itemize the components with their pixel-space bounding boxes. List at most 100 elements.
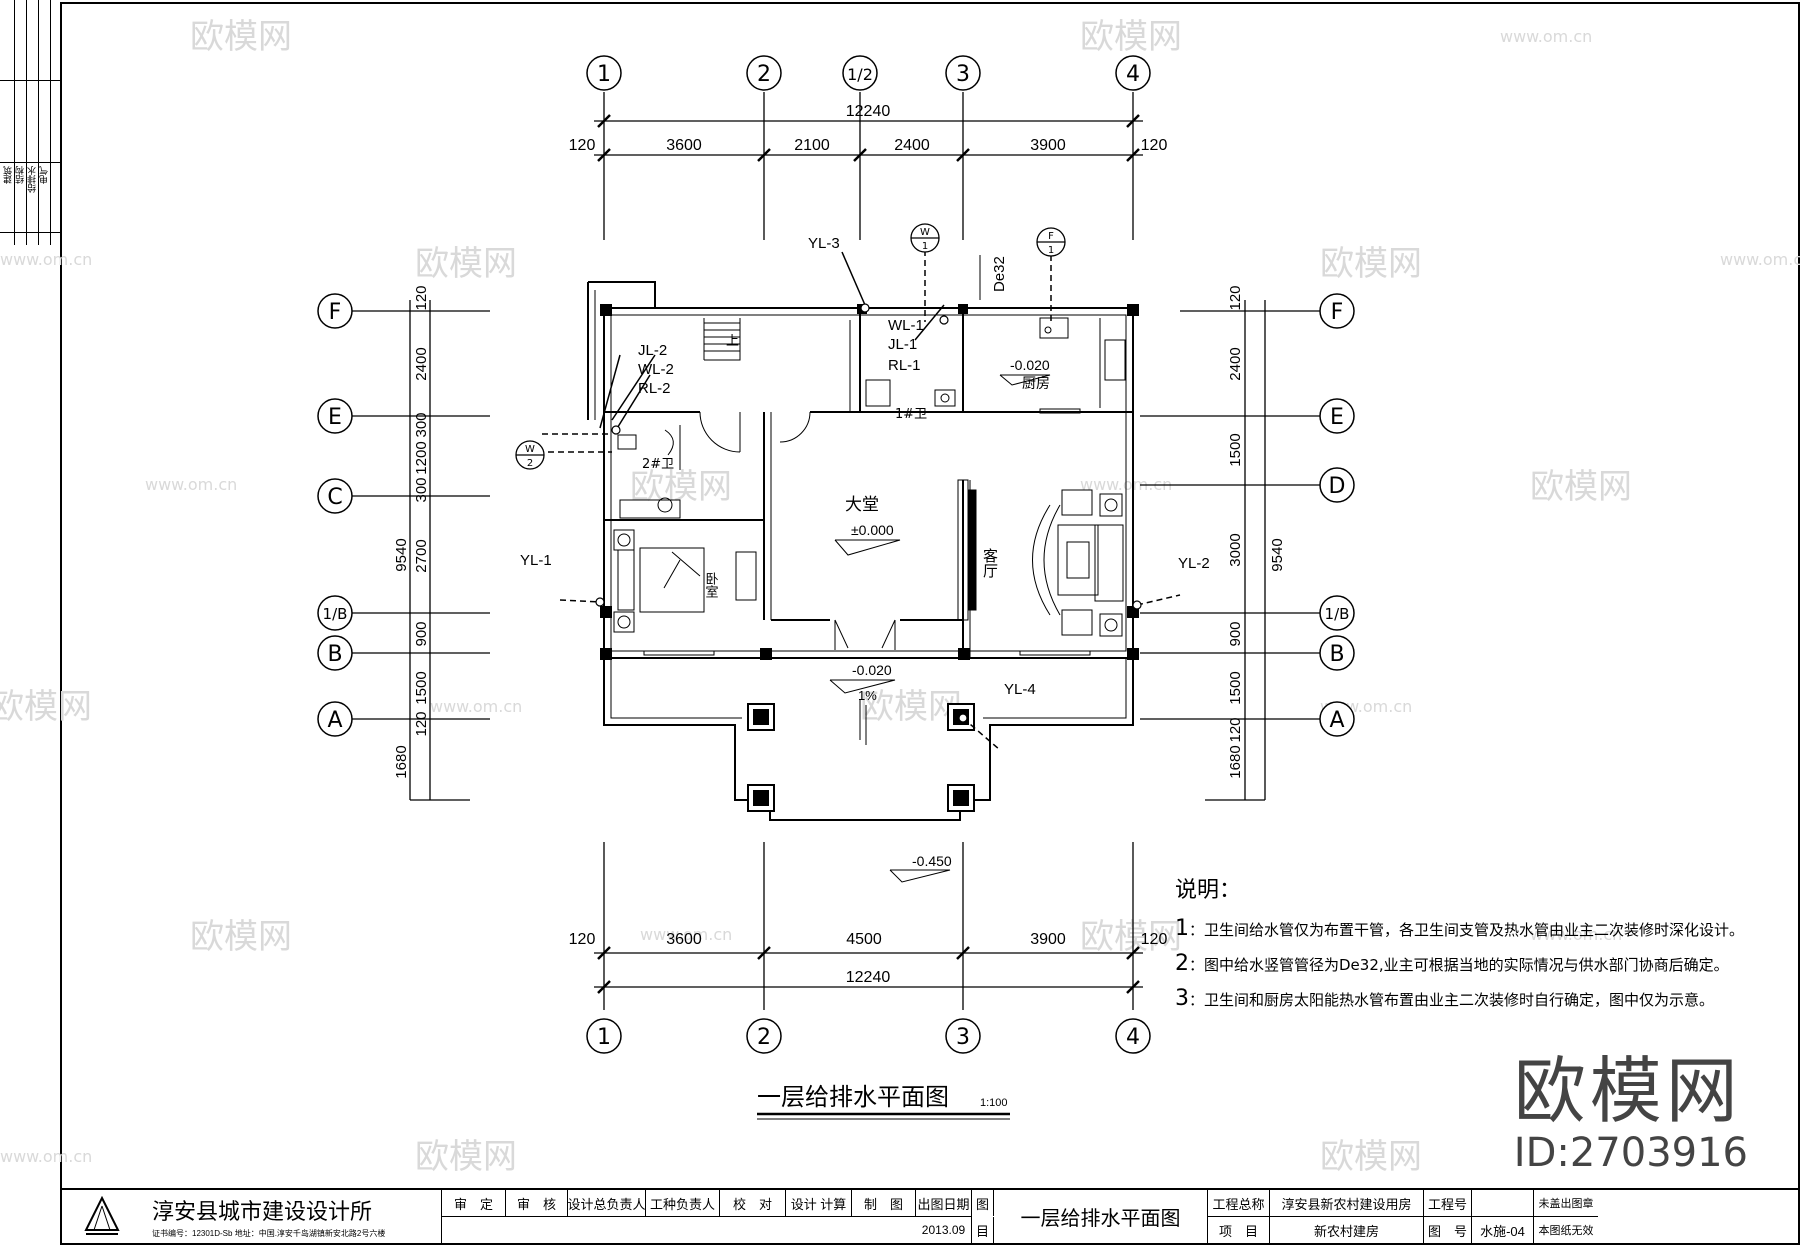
dim-right: 2400 bbox=[1227, 347, 1244, 380]
dim-left: 120 bbox=[413, 711, 430, 736]
drawing-label-1: 图 bbox=[972, 1190, 994, 1216]
drawing-title: 一层给排水平面图 1:100 bbox=[757, 1083, 1010, 1120]
room-kitchen: 厨房 bbox=[1022, 376, 1050, 392]
dim-right: 1500 bbox=[1227, 671, 1244, 704]
watermark-url: www.om.cn bbox=[430, 697, 522, 716]
role-calc: 设计 计算 bbox=[786, 1190, 852, 1216]
axis-label-left: F bbox=[329, 300, 342, 325]
index-w1-top: W bbox=[920, 227, 930, 238]
dim-bottom: 120 bbox=[1141, 931, 1168, 948]
project-total-label: 工程总称 bbox=[1208, 1190, 1270, 1216]
company-cert: 证书编号：12301D-Sb 地址：中国.淳安千岛湖镇新安北路2号六楼 bbox=[152, 1229, 386, 1238]
watermark-url: www.om.cn bbox=[1720, 250, 1800, 269]
axis-label-top: 2 bbox=[757, 62, 771, 87]
note-number: 3 bbox=[1175, 986, 1189, 1011]
axis-label-right: D bbox=[1329, 474, 1346, 499]
riser-jl1 bbox=[939, 315, 949, 325]
dim-right: 1500 bbox=[1227, 433, 1244, 466]
level-hall: ±0.000 bbox=[851, 522, 894, 538]
kitchen-fixtures bbox=[1039, 317, 1126, 408]
axis-label-bottom: 3 bbox=[956, 1025, 970, 1050]
watermark-url: www.om.cn bbox=[0, 1147, 92, 1166]
drawing-scale: 1:100 bbox=[980, 1097, 1008, 1109]
dim-left: 2400 bbox=[413, 347, 430, 380]
notes-heading: 说明： bbox=[1175, 878, 1242, 903]
watermark-brand: 欧模网 bbox=[190, 17, 292, 57]
axis-bubble bbox=[586, 55, 622, 91]
room-labels: 大堂 ±0.000 厨房 -0.020 客厅 卧室 1#卫 2#卫 上 -0.0… bbox=[642, 334, 1050, 869]
riser-yl2 bbox=[1132, 600, 1142, 610]
building-walls bbox=[587, 281, 1134, 821]
room-hall: 大堂 bbox=[845, 495, 879, 515]
dim-right: 120 bbox=[1227, 285, 1244, 310]
project-label: 项 目 bbox=[1208, 1217, 1270, 1243]
watermark-layer: 欧模网 欧模网 欧模网 欧模网 欧模网 欧模网 欧模网 欧模网 欧模网 欧模网 … bbox=[0, 17, 1632, 1177]
index-f1-bottom: 1 bbox=[1048, 245, 1054, 256]
axis-bubble bbox=[945, 55, 981, 91]
watermark-url: www.om.cn bbox=[1500, 27, 1592, 46]
watermark-brand: 欧模网 bbox=[630, 467, 732, 507]
label-de32: De32 bbox=[991, 256, 1008, 292]
axis-label-top: 1 bbox=[597, 62, 611, 87]
stamp-note-2: 本图纸无效 bbox=[1538, 1225, 1594, 1237]
stair-up: 上 bbox=[726, 334, 739, 349]
role-discipline-lead: 工种负责人 bbox=[646, 1190, 720, 1216]
dim-bottom-total: 12240 bbox=[846, 969, 891, 986]
note-text: ：图中给水竖管管径为De32,业主可根据当地的实际情况与供水部门协商后确定。 bbox=[1189, 956, 1729, 974]
level-porch: -0.020 bbox=[852, 662, 892, 678]
axis-bubble bbox=[1115, 55, 1151, 91]
plumbing-lines bbox=[542, 250, 1181, 751]
axis-bubble bbox=[317, 635, 353, 671]
company-logo-icon bbox=[84, 1196, 120, 1235]
axis-bubble bbox=[842, 55, 878, 91]
dim-top: 3900 bbox=[1030, 137, 1066, 154]
index-w2-top: W bbox=[525, 444, 535, 455]
company-logo-cell: 淳安县城市建设设计所 证书编号：12301D-Sb 地址：中国.淳安千岛湖镇新安… bbox=[62, 1190, 442, 1243]
axis-label-top: 1/2 bbox=[847, 65, 873, 84]
dim-left: 1200 bbox=[413, 441, 430, 474]
label-yl1: YL-1 bbox=[520, 552, 552, 569]
dim-top: 120 bbox=[1141, 137, 1168, 154]
axis-bubbles bbox=[317, 55, 1355, 1054]
dim-top: 120 bbox=[569, 137, 596, 154]
stairs bbox=[703, 318, 741, 361]
watermark-brand: 欧模网 bbox=[0, 687, 92, 727]
watermark-brand: 欧模网 bbox=[1080, 917, 1182, 957]
bathroom-1-fixtures bbox=[849, 320, 956, 412]
design-notes: 说明： 1：卫生间给水管仅为布置干管，各卫生间支管及热水管由业主二次装修时深化设… bbox=[1175, 872, 1795, 1017]
openings bbox=[643, 408, 1091, 656]
dim-top-total: 12240 bbox=[846, 103, 891, 120]
axis-label-bottom: 4 bbox=[1126, 1025, 1140, 1050]
dim-left: 1500 bbox=[413, 671, 430, 704]
watermark-logo: 欧模网 ID:2703916 bbox=[1514, 1055, 1748, 1179]
axis-label-left: B bbox=[327, 642, 342, 667]
dimension-texts-vertical: 9540 120 2400 300 1200 300 2700 900 1500… bbox=[393, 285, 1286, 778]
axis-label-left: C bbox=[327, 485, 342, 510]
axis-bubble bbox=[746, 1018, 782, 1054]
living-room-furniture bbox=[1032, 489, 1124, 637]
axis-label-bottom: 2 bbox=[757, 1025, 771, 1050]
revision-strip: 建筑 结构 给排水 电气 bbox=[0, 0, 62, 245]
role-draw: 制 图 bbox=[852, 1190, 916, 1216]
project-no-label: 工程号 bbox=[1424, 1190, 1472, 1216]
label-rl1: RL-1 bbox=[888, 357, 921, 374]
note-item: 1：卫生间给水管仅为布置干管，各卫生间支管及热水管由业主二次装修时深化设计。 bbox=[1175, 912, 1795, 947]
note-item: 3：卫生间和厨房太阳能热水管布置由业主二次装修时自行确定，图中仅为示意。 bbox=[1175, 982, 1795, 1017]
axis-label-top: 3 bbox=[956, 62, 970, 87]
level-markers bbox=[829, 374, 1051, 883]
axis-bubble bbox=[586, 1018, 622, 1054]
watermark-logo-id: ID:2703916 bbox=[1513, 1130, 1748, 1176]
project-no-value bbox=[1472, 1190, 1534, 1216]
watermark-brand: 欧模网 bbox=[415, 244, 517, 284]
slope-label: 1% bbox=[858, 688, 877, 703]
watermark-url: www.om.cn bbox=[1530, 925, 1622, 944]
dim-right-total: 9540 bbox=[1269, 538, 1286, 571]
axis-bubble bbox=[1319, 635, 1355, 671]
axis-label-top: 4 bbox=[1126, 62, 1140, 87]
axis-bubble bbox=[1115, 1018, 1151, 1054]
pipe-index-text: W 1 F 1 W 2 bbox=[525, 227, 1054, 469]
dim-right: 900 bbox=[1227, 621, 1244, 646]
sheet-no-value: 水施-04 bbox=[1472, 1217, 1534, 1243]
note-number: 2 bbox=[1175, 951, 1189, 976]
